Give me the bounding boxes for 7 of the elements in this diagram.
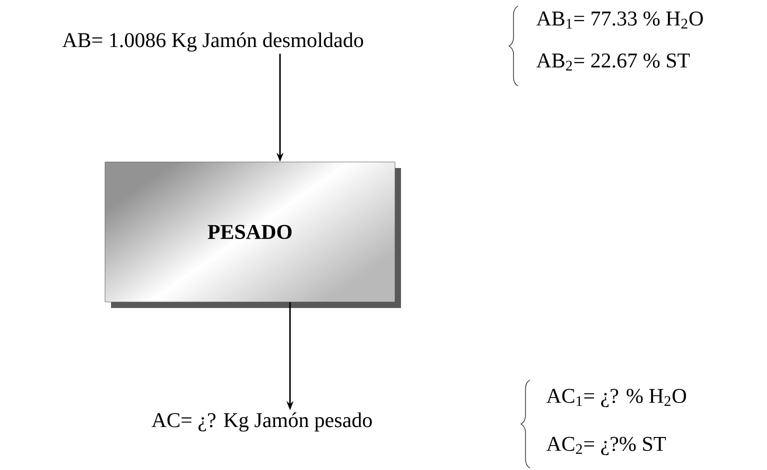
composition-text: AB$_{2}$= 22.67 % ST (536, 53, 690, 71)
process-box: PESADO (104, 162, 401, 308)
composition-text: AC$_{2}$= ¿?% ST (546, 436, 666, 456)
composition-text: AC$_{1}$= ¿? % H$_{2}$O (546, 388, 686, 408)
composition-text: AB$_{1}$= 77.33 % H$_{2}$O (536, 11, 703, 29)
flow-text: AB= 1.0086 Kg Jamón desmoldado (62, 32, 364, 52)
flow-text: AC= ¿? Kg Jamón pesado (152, 412, 372, 432)
